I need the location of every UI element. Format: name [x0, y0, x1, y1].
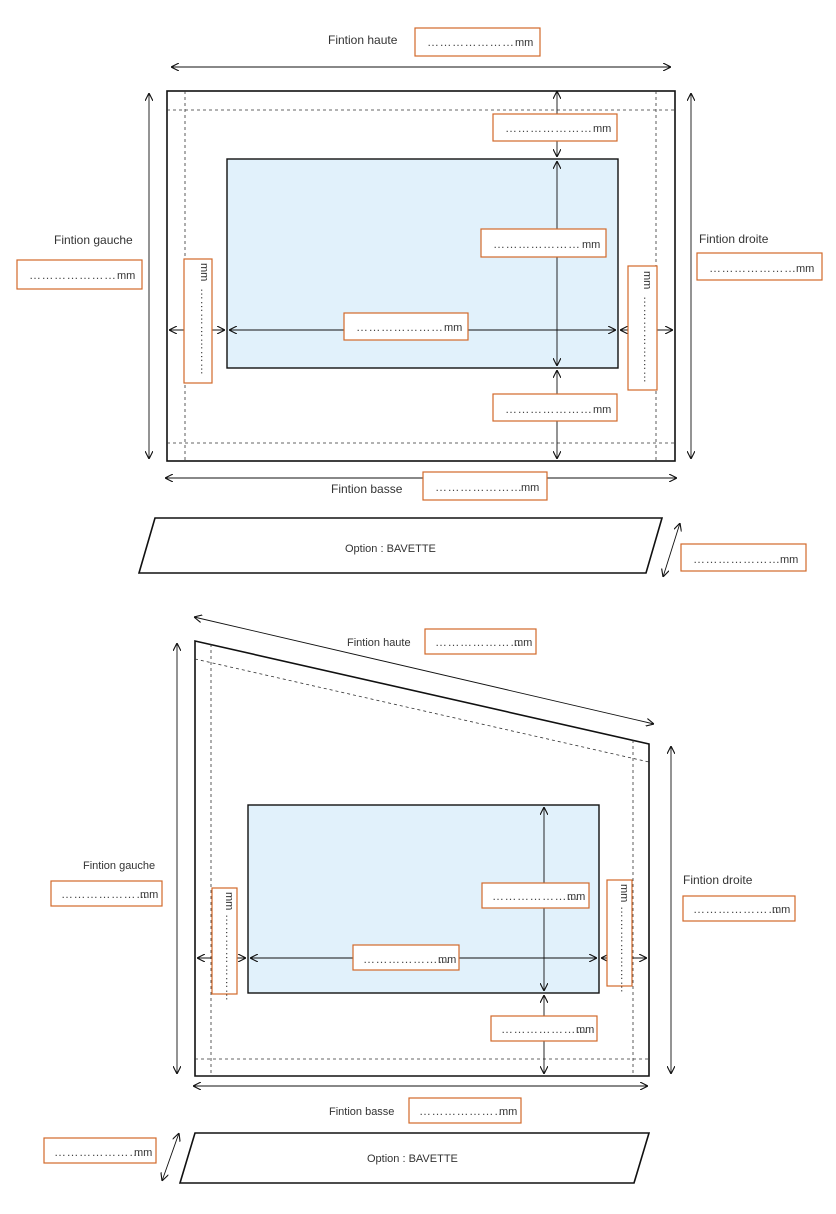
right-gap-field[interactable]: mm …………………: [627, 265, 658, 391]
svg-text:…………………: …………………: [693, 552, 781, 566]
svg-text:mm: mm: [140, 889, 158, 901]
svg-text:mm: mm: [641, 271, 653, 289]
bottom-gap-field[interactable]: ………………… mm: [492, 393, 618, 422]
finition-haute-field[interactable]: ………………… mm: [414, 27, 541, 57]
svg-text:mm: mm: [514, 637, 532, 649]
finition-gauche-field[interactable]: ………………… mm: [50, 880, 163, 907]
svg-text:mm: mm: [780, 554, 798, 566]
bavette-field[interactable]: ………………… mm: [43, 1137, 157, 1164]
finition-basse-label: Fintion basse: [331, 482, 403, 496]
svg-text:…………………: …………………: [29, 268, 117, 282]
svg-text:mm: mm: [593, 123, 611, 135]
bottom-gap-field[interactable]: ………………… mm: [490, 1015, 598, 1042]
svg-text:…………………: …………………: [356, 320, 444, 334]
svg-text:mm: mm: [117, 270, 135, 282]
glass-height-field[interactable]: ………………… mm: [481, 882, 590, 909]
top-width-arrow: [194, 617, 654, 724]
left-gap-field[interactable]: mm …………………: [183, 258, 213, 384]
diagram-rectangular-window: Fintion haute Fintion gauche Fintion dro…: [16, 27, 823, 577]
svg-text:mm: mm: [796, 263, 814, 275]
finition-basse-field[interactable]: ………………… mm: [422, 471, 548, 501]
svg-text:mm: mm: [223, 892, 235, 910]
finition-gauche-label: Fintion gauche: [83, 860, 155, 872]
svg-text:mm: mm: [593, 404, 611, 416]
finition-haute-field[interactable]: ………………… mm: [424, 628, 537, 655]
bavette-arrow: [162, 1133, 179, 1181]
top-finish-line: [194, 658, 650, 763]
svg-text:…………………: …………………: [61, 887, 149, 901]
glass-width-field[interactable]: ………………… mm: [352, 944, 460, 971]
bavette-field[interactable]: ………………… mm: [680, 543, 807, 572]
outer-frame: [166, 90, 676, 462]
finition-basse-label: Fintion basse: [329, 1106, 394, 1118]
finition-droite-label: Fintion droite: [683, 873, 753, 887]
svg-text:mm: mm: [772, 904, 790, 916]
svg-text:…………………: …………………: [641, 296, 655, 384]
svg-text:…………………: …………………: [419, 1104, 507, 1118]
right-gap-field[interactable]: mm …………………: [606, 879, 633, 994]
svg-text:…………………: …………………: [501, 1022, 589, 1036]
finition-droite-field[interactable]: ………………… mm: [696, 252, 823, 281]
diagram-sloped-window: Fintion haute Fintion gauche Fintion dro…: [43, 617, 796, 1184]
finition-droite-field[interactable]: ………………… mm: [682, 895, 796, 922]
left-gap-field[interactable]: mm …………………: [211, 887, 238, 1002]
bavette-shape: [137, 517, 664, 574]
svg-text:…………………: …………………: [492, 889, 580, 903]
svg-text:mm: mm: [567, 891, 585, 903]
svg-text:…………………: …………………: [493, 237, 581, 251]
svg-text:…………………: …………………: [435, 635, 523, 649]
glass-height-field[interactable]: ………………… mm: [480, 228, 607, 258]
finition-gauche-field[interactable]: ………………… mm: [16, 259, 143, 290]
svg-text:mm: mm: [134, 1147, 152, 1159]
finition-basse-field[interactable]: ………………… mm: [408, 1097, 522, 1124]
bavette-label: Option : BAVETTE: [367, 1153, 458, 1165]
svg-text:mm: mm: [618, 884, 630, 902]
svg-text:…………………: …………………: [505, 402, 593, 416]
svg-text:mm: mm: [515, 37, 533, 49]
svg-text:mm: mm: [499, 1106, 517, 1118]
svg-text:…………………: …………………: [363, 952, 451, 966]
svg-text:…………………: …………………: [709, 261, 797, 275]
svg-text:…………………: …………………: [54, 1145, 142, 1159]
svg-text:mm: mm: [438, 954, 456, 966]
svg-text:mm: mm: [576, 1024, 594, 1036]
svg-text:…………………: …………………: [198, 288, 212, 376]
finition-haute-label: Fintion haute: [328, 33, 398, 47]
svg-text:mm: mm: [521, 482, 539, 494]
finition-haute-label: Fintion haute: [347, 637, 411, 649]
bavette-shape: [178, 1132, 651, 1184]
bavette-label: Option : BAVETTE: [345, 543, 436, 555]
svg-text:…………………: …………………: [505, 121, 593, 135]
svg-text:…………………: …………………: [618, 906, 632, 994]
svg-text:mm: mm: [444, 322, 462, 334]
bavette-arrow: [663, 523, 680, 577]
svg-text:…………………: …………………: [427, 35, 515, 49]
svg-text:…………………: …………………: [435, 480, 523, 494]
finition-droite-label: Fintion droite: [699, 232, 769, 246]
glass-width-field[interactable]: ………………… mm: [343, 312, 469, 341]
finition-gauche-label: Fintion gauche: [54, 233, 133, 247]
svg-text:…………………: …………………: [693, 902, 781, 916]
svg-text:mm: mm: [582, 239, 600, 251]
svg-text:…………………: …………………: [223, 914, 237, 1002]
svg-text:mm: mm: [198, 263, 210, 281]
top-gap-field[interactable]: ………………… mm: [492, 113, 618, 142]
